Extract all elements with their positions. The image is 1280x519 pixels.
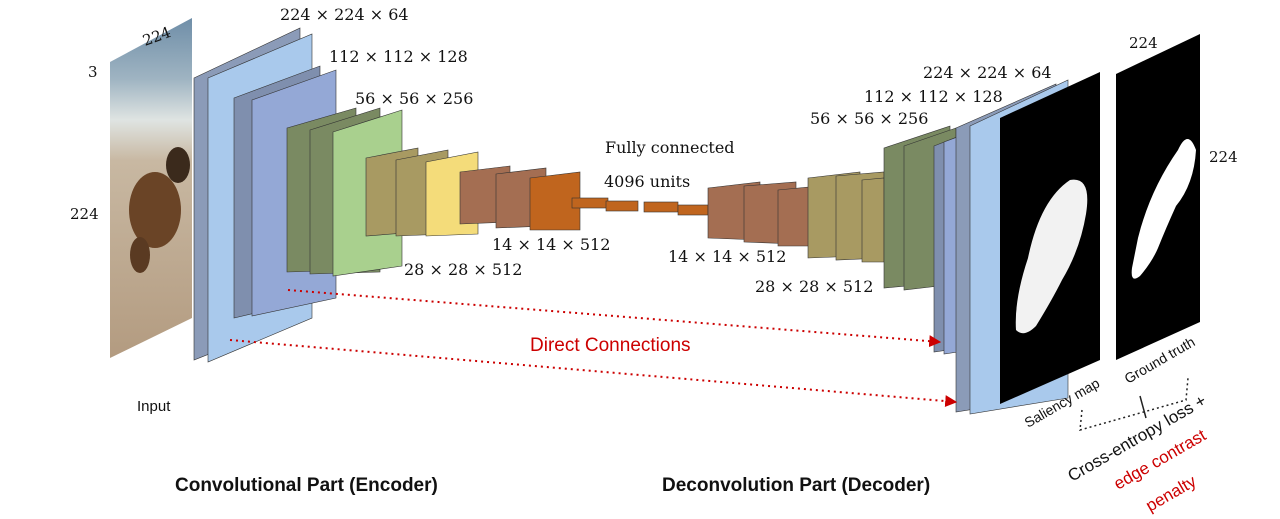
decoder-title: Deconvolution Part (Decoder) bbox=[662, 475, 930, 496]
dec-28-block-c bbox=[861, 177, 885, 263]
dec-dim-224: 224 × 224 × 64 bbox=[923, 63, 1052, 82]
saliency-map-image bbox=[1000, 72, 1100, 404]
input-image bbox=[110, 18, 192, 358]
encoder-layers bbox=[193, 27, 581, 363]
fc-bar-4 bbox=[677, 204, 709, 216]
direct-connection-lower bbox=[229, 339, 958, 408]
dec-dim-112: 112 × 112 × 128 bbox=[864, 87, 1003, 106]
enc-dim-112: 112 × 112 × 128 bbox=[329, 47, 468, 66]
enc-dim-224: 224 × 224 × 64 bbox=[280, 5, 409, 24]
dec-dim-14: 14 × 14 × 512 bbox=[668, 247, 786, 266]
fc-bar-1 bbox=[571, 197, 609, 209]
input-label: Input bbox=[137, 398, 171, 415]
ground-truth-image bbox=[1116, 34, 1200, 360]
direct-connections-label: Direct Connections bbox=[530, 335, 691, 356]
dec-dim-28: 28 × 28 × 512 bbox=[755, 277, 873, 296]
loss-line-3: penalty bbox=[1143, 471, 1200, 515]
input-channels-label: 3 bbox=[88, 63, 98, 81]
gt-width-label: 224 bbox=[1129, 34, 1158, 52]
enc-14-block-c bbox=[529, 171, 581, 231]
enc-dim-56: 56 × 56 × 256 bbox=[355, 89, 473, 108]
encoder-title: Convolutional Part (Encoder) bbox=[175, 475, 438, 496]
enc-dim-14: 14 × 14 × 512 bbox=[492, 235, 610, 254]
direct-connection-upper bbox=[287, 289, 942, 348]
dec-dim-56: 56 × 56 × 256 bbox=[810, 109, 928, 128]
gt-height-label: 224 bbox=[1209, 148, 1238, 166]
fc-bar-2 bbox=[605, 200, 639, 212]
enc-dim-28: 28 × 28 × 512 bbox=[404, 260, 522, 279]
input-height-label: 224 bbox=[70, 205, 99, 223]
loss-bracket bbox=[1079, 377, 1189, 432]
direct-connections bbox=[229, 289, 958, 408]
fully-connected-layers bbox=[571, 197, 709, 216]
fc-units-label: 4096 units bbox=[604, 172, 690, 191]
fc-label: Fully connected bbox=[605, 138, 735, 157]
fc-bar-3 bbox=[643, 201, 679, 213]
